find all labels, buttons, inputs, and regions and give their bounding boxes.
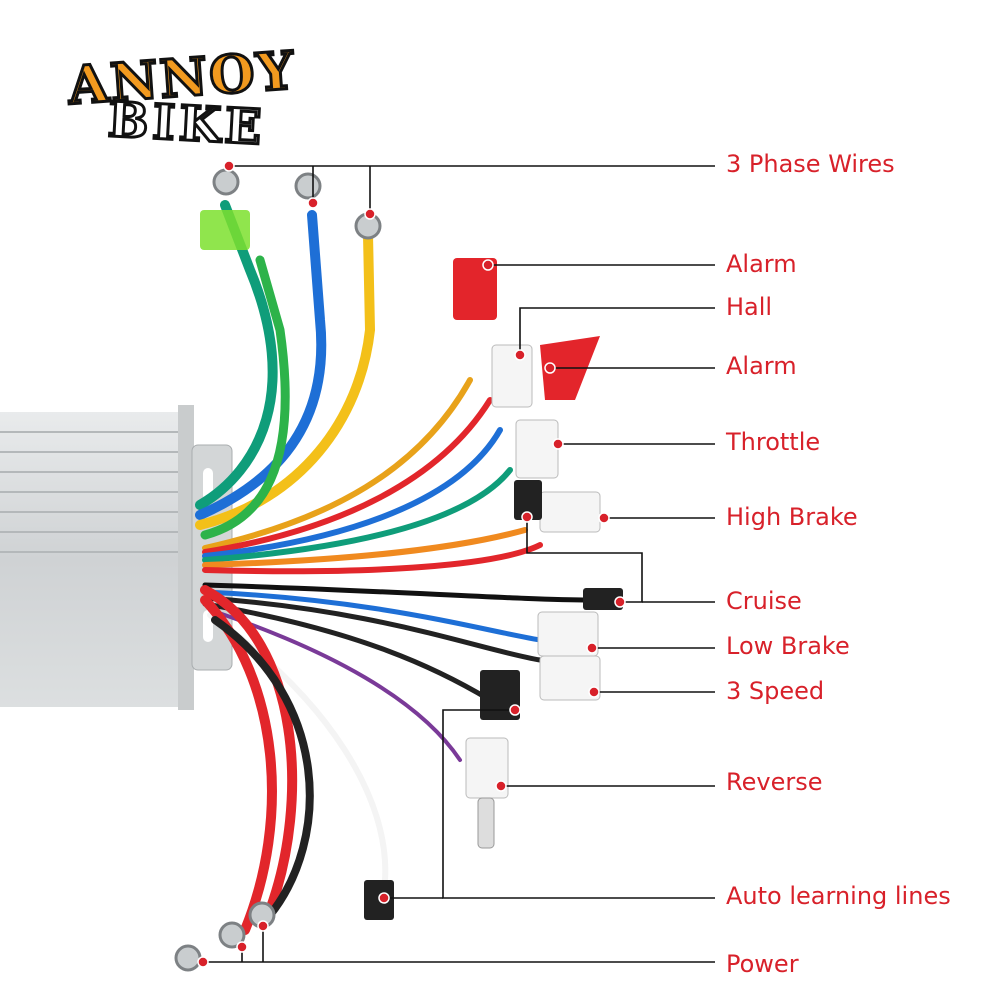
label-hall: Hall — [726, 293, 773, 321]
wire-harness — [195, 200, 593, 935]
label-throttle: Throttle — [726, 428, 821, 456]
label-three-phase-wires: 3 Phase Wires — [726, 150, 895, 178]
marker-dots — [197, 160, 626, 968]
label-alarm-1: Alarm — [726, 250, 797, 278]
ring-terminals — [174, 168, 382, 972]
label-power: Power — [726, 950, 799, 978]
label-low-brake: Low Brake — [726, 632, 850, 660]
label-cruise: Cruise — [726, 587, 802, 615]
label-high-brake: High Brake — [726, 503, 858, 531]
label-alarm-2: Alarm — [726, 352, 797, 380]
brand-logo: ANNOY BIKE — [48, 30, 358, 160]
leader-lines — [203, 165, 715, 963]
controller-housing — [0, 405, 233, 710]
label-auto-learning-lines: Auto learning lines — [726, 882, 951, 910]
label-three-speed: 3 Speed — [726, 677, 825, 705]
brand-line-2: BIKE — [105, 90, 268, 157]
label-reverse: Reverse — [726, 768, 823, 796]
